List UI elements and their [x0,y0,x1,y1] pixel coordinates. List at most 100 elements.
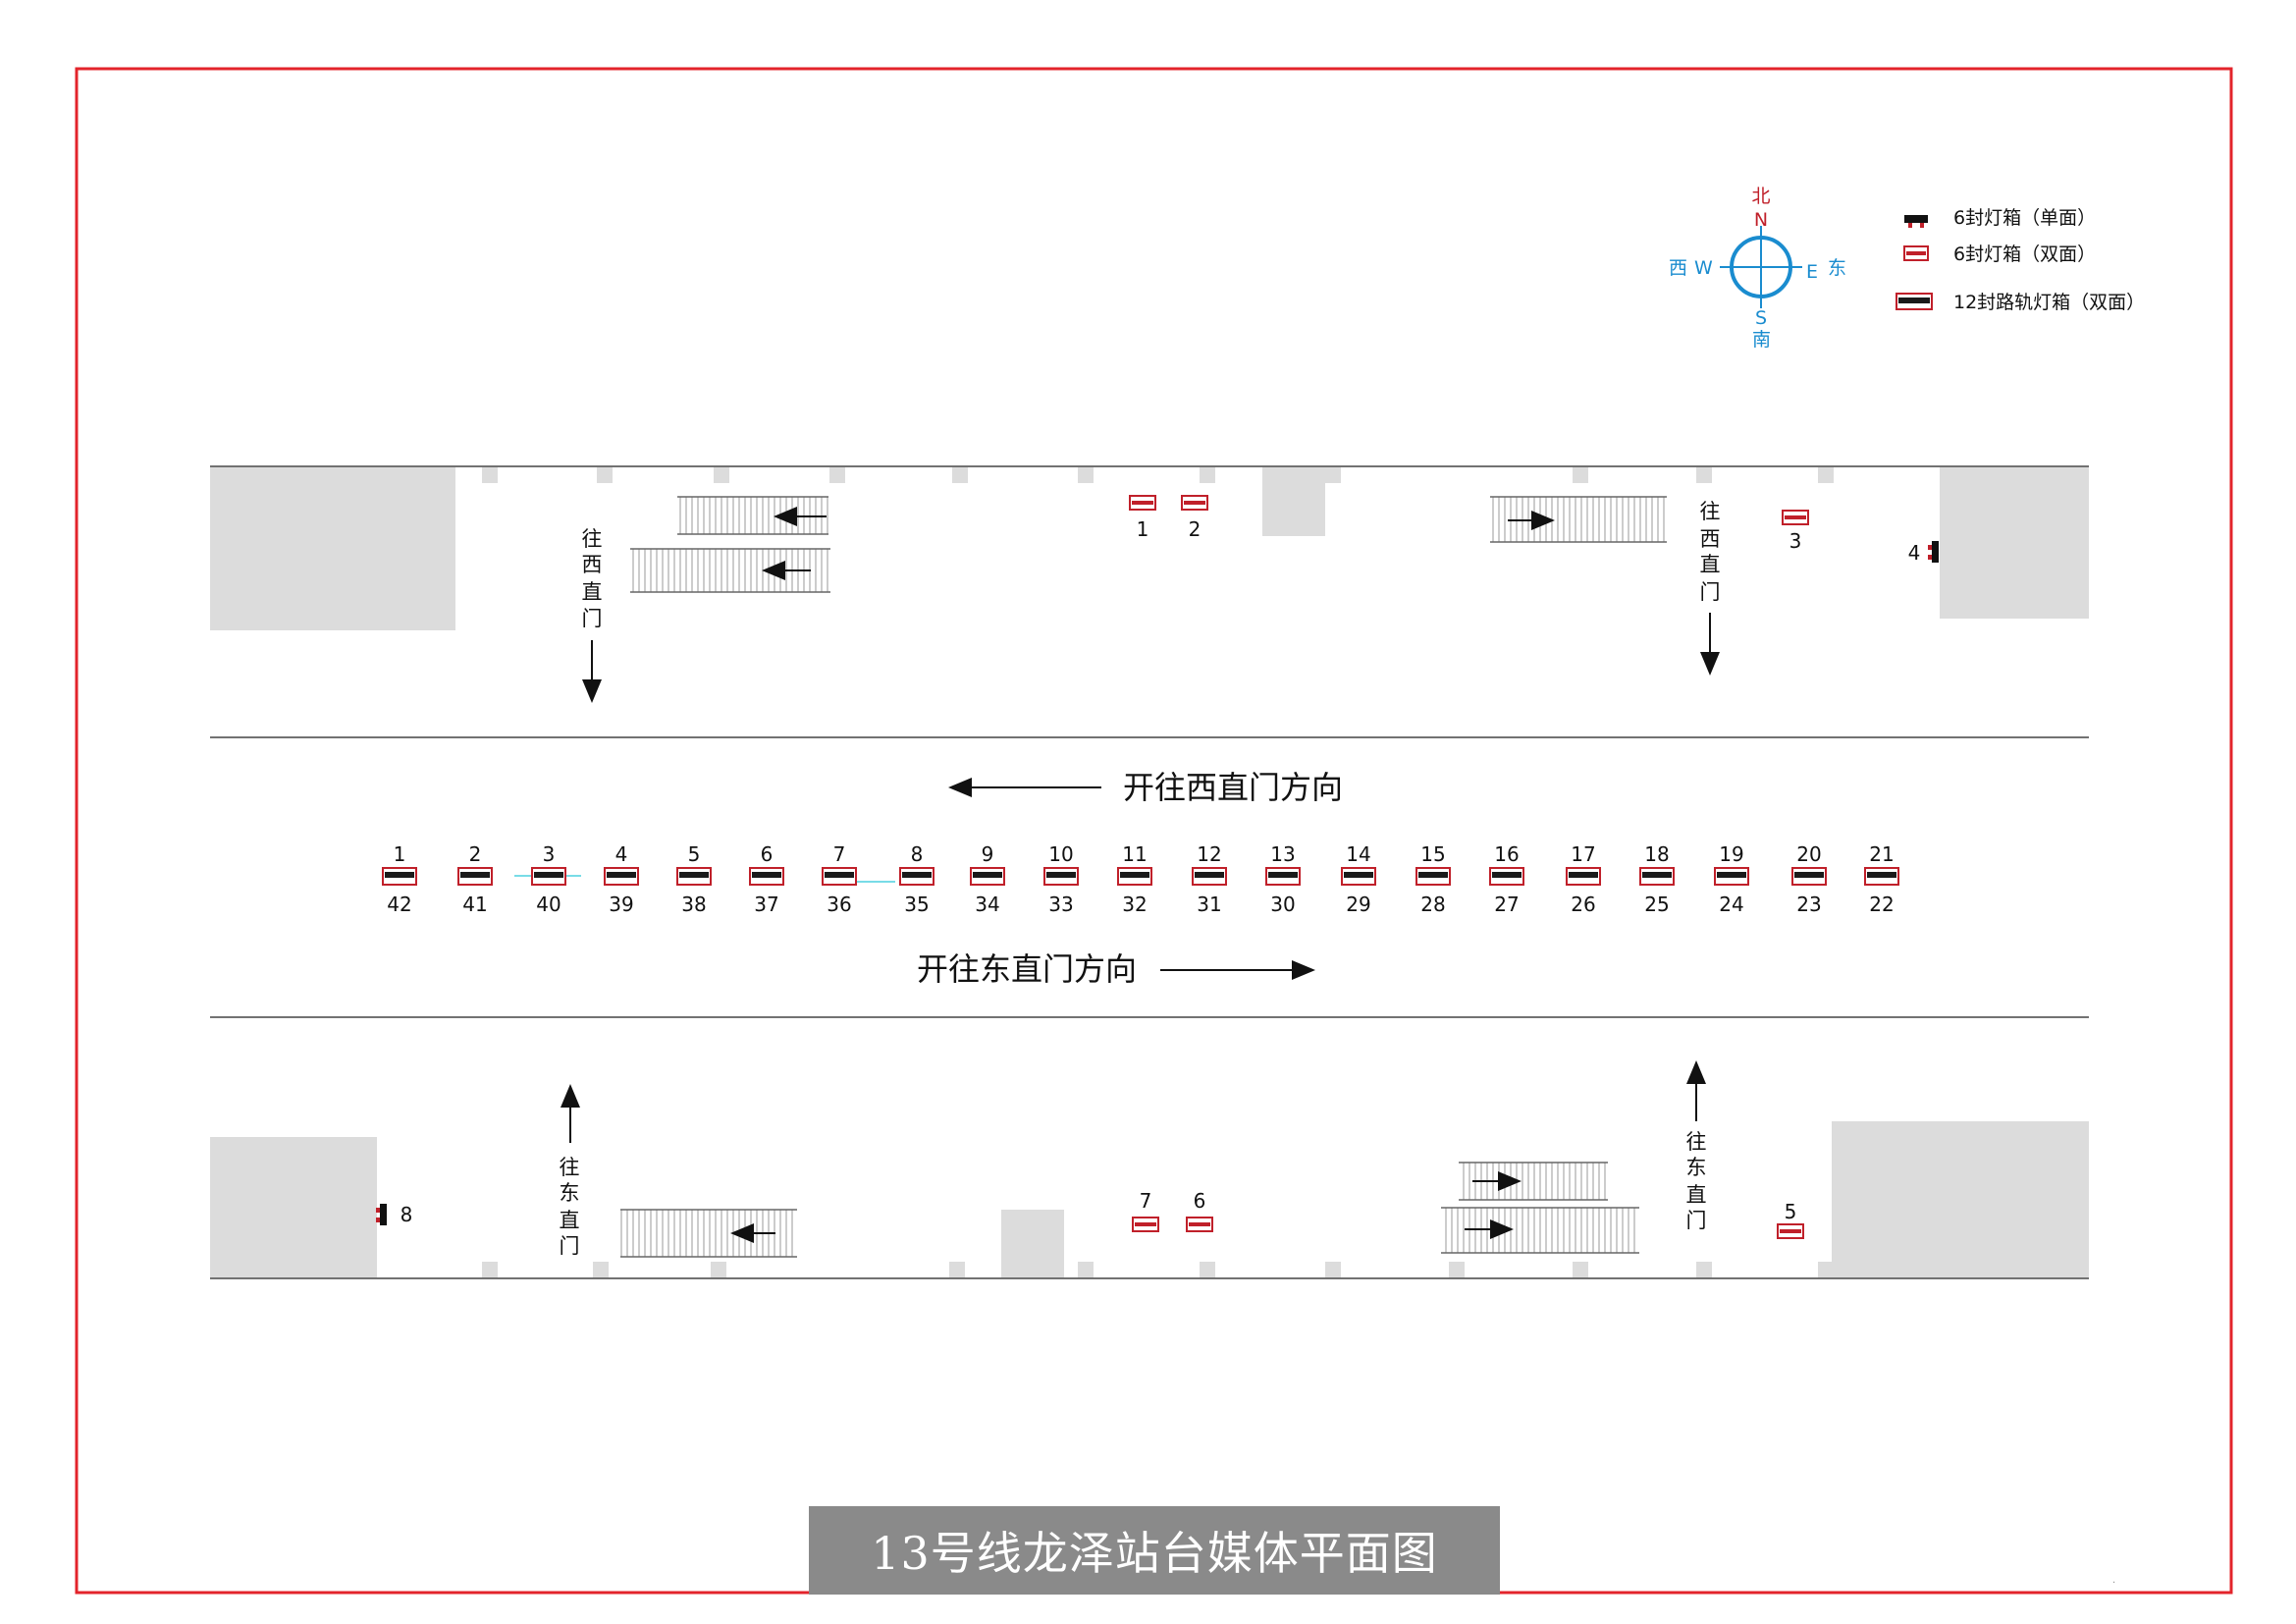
track-lightbox-panel [752,872,781,878]
compass-north-cn: 北 [1751,186,1770,207]
track-lightbox-panel [1569,872,1598,878]
south-east-block [1832,1121,2089,1277]
north-west-block [210,467,455,630]
track-lightbox-bottom-number: 34 [975,893,999,916]
track-lightbox-panel [534,872,563,878]
legend-label-track: 12封路轨灯箱（双面） [1953,292,2145,313]
track-lightbox-bottom-number: 32 [1122,893,1147,916]
track-lightbox-panel [1717,872,1746,878]
legend-label-double: 6封灯箱（双面） [1953,244,2096,265]
track-lightbox-panel [607,872,636,878]
media-south-7: 7 [1132,1189,1159,1232]
compass-west-cn: 西 [1669,257,1687,279]
north-platform: 往 西 直 门 往 西 直 门 [210,465,2089,738]
legend: 6封灯箱（单面） 6封灯箱（双面） 12封路轨灯箱（双面） [1896,207,2145,313]
north-west-exit-label-1: 往 [582,527,603,551]
track-lightbox-bottom-number: 31 [1197,893,1221,916]
north-east-exit-label-4: 门 [1700,580,1721,604]
track-lightbox: 13 30 [1265,842,1301,916]
track-lightbox-top-number: 20 [1796,842,1821,866]
track-lightbox-bottom-number: 24 [1719,893,1743,916]
track-lightbox-top-number: 12 [1197,842,1221,866]
track-lightbox-top-number: 14 [1346,842,1370,866]
compass: 北 N S 南 西 W E 东 [1669,186,1846,351]
track-lightbox: 1 42 [382,842,417,916]
track-lightbox-panel [679,872,709,878]
track-lightbox-bottom-number: 40 [536,893,561,916]
south-stair-east-lower [1441,1207,1639,1254]
track-lightbox-bottom-number: 26 [1571,893,1595,916]
south-east-exit-label-4: 门 [1686,1209,1707,1232]
svg-text:3: 3 [1789,529,1802,553]
south-east-exit-label-1: 往 [1686,1130,1707,1154]
track-lightbox-top-number: 6 [761,842,774,866]
west-direction-label: 开往西直门方向 [1123,769,1343,806]
south-pillars [482,1262,1834,1277]
track-lightbox-panel [1642,872,1672,878]
track-lightbox-bottom-number: 35 [904,893,929,916]
media-south-8: 8 [376,1203,412,1226]
track-lightbox-top-number: 1 [394,842,406,866]
legend-label-single: 6封灯箱（单面） [1953,207,2096,229]
track-lightbox-top-number: 17 [1571,842,1595,866]
south-east-exit-label-3: 直 [1686,1183,1707,1207]
track-lightbox-panel [1418,872,1448,878]
compass-north-letter: N [1754,209,1768,231]
track-lightbox-bottom-number: 36 [827,893,851,916]
track-lightbox-panel [1268,872,1298,878]
north-west-exit-label-2: 西 [582,553,603,576]
track-lightbox-panel [1046,872,1076,878]
north-west-exit-label-4: 门 [582,607,603,630]
track-lightbox-bottom-number: 30 [1270,893,1295,916]
south-stair-east-upper [1459,1162,1608,1201]
north-stair-upper [677,496,828,535]
track-lightbox-panel [973,872,1002,878]
north-stair-east [1490,496,1667,543]
track-12-sheet-lightbox-icon [1896,293,1933,310]
south-west-exit-label-4: 门 [560,1234,580,1258]
track-lightbox-bottom-number: 23 [1796,893,1821,916]
south-west-exit-label-1: 往 [560,1156,580,1179]
media-north-2: 2 [1181,495,1208,541]
track-lightbox-panel [385,872,414,878]
south-mid-block [1001,1210,1064,1277]
track-lightbox-top-number: 10 [1048,842,1073,866]
north-east-block [1940,467,2089,619]
page-title: 13号线龙泽站台媒体平面图 [871,1527,1438,1580]
north-east-exit-label-3: 直 [1700,553,1721,576]
svg-text:1: 1 [1137,517,1149,541]
single-sided-6-sheet-lightbox-icon [1904,215,1928,228]
north-east-exit-label-1: 往 [1700,500,1721,523]
track-lightbox-bottom-number: 38 [681,893,706,916]
track-lightbox: 3 40 [531,842,566,916]
track-lightbox: 12 31 [1192,842,1227,916]
track-lightbox-top-number: 13 [1270,842,1295,866]
south-west-block [210,1137,377,1277]
track-lightbox-top-number: 3 [543,842,556,866]
track-lightbox-bottom-number: 25 [1644,893,1669,916]
small-dot: . [2112,1575,2115,1586]
svg-text:5: 5 [1785,1200,1797,1223]
south-east-exit-label-2: 东 [1686,1156,1707,1179]
track-lightbox-top-number: 18 [1644,842,1669,866]
north-stair-lower [630,548,830,593]
compass-south-letter: S [1755,307,1767,329]
east-direction-label: 开往东直门方向 [917,950,1137,988]
track-lightbox-panel [460,872,490,878]
south-stair-west [620,1209,797,1258]
track-lightbox-panel [902,872,932,878]
track-lightbox-bottom-number: 27 [1494,893,1519,916]
track-lightbox-bottom-number: 42 [387,893,411,916]
media-south-6: 6 [1186,1189,1213,1232]
track-lightbox-top-number: 15 [1420,842,1445,866]
track-lightbox-bottom-number: 29 [1346,893,1370,916]
south-platform: 往 东 直 门 往 东 直 门 [210,1060,2089,1279]
track-lightbox: 241 [457,842,493,916]
